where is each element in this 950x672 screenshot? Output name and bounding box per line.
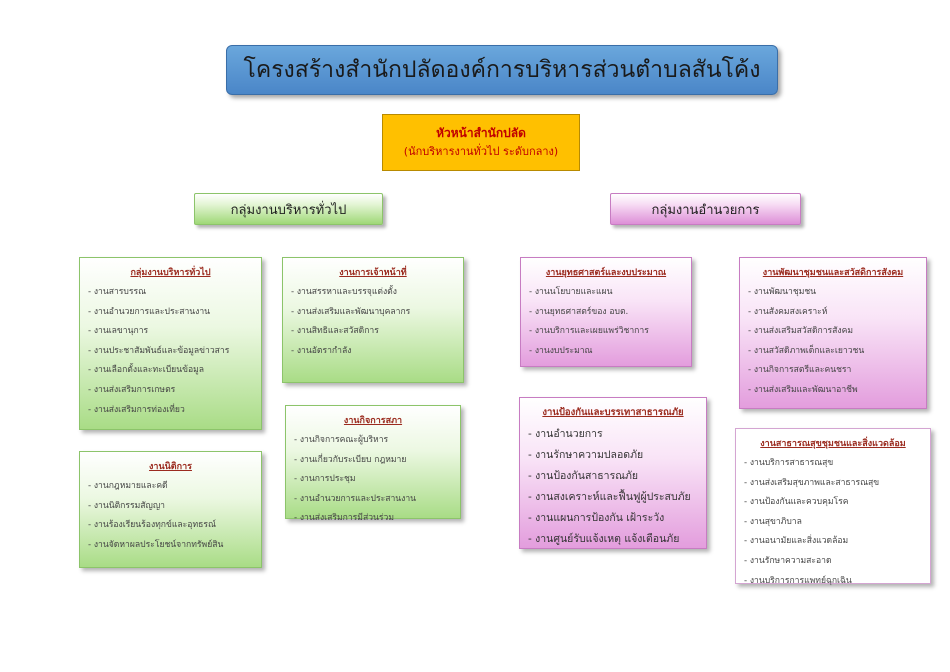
list-item: - งานสุขาภิบาล (744, 516, 802, 527)
list-item: - งานส่งเสริมการเกษตร (88, 384, 176, 395)
box-title: งานป้องกันและบรรเทาสาธารณภัย (542, 407, 684, 418)
head-title: หัวหน้าสำนักปลัด (436, 126, 526, 141)
list-item: - งานส่งเสริมสุขภาพและสาธารณสุข (744, 477, 880, 488)
list-item: - งานส่งเสริมสวัสดิการสังคม (748, 326, 854, 337)
item-list: - งานสรรหาและบรรจุแต่งตั้ง - งานส่งเสริมแ… (291, 283, 455, 361)
list-item: - งานรักษาความสะอาด (744, 555, 832, 566)
list-item: - งานสารบรรณ (88, 287, 147, 297)
list-item: - งานเลือกตั้งและทะเบียนข้อมูล (88, 365, 205, 376)
list-item: - งานเกี่ยวกับระเบียบ กฎหมาย (294, 454, 407, 465)
box-personnel: งานการเจ้าหน้าที่ - งานสรรหาและบรรจุแต่ง… (282, 257, 464, 383)
box-legal: งานนิติการ - งานกฎหมายและคดี - งานนิติกรร… (79, 451, 262, 568)
head-subtitle: (นักบริหารงานทั่วไป ระดับกลาง) (403, 145, 559, 159)
box-title: งานนิติการ (149, 462, 192, 472)
list-item: - งานอำนวยการและประสานงาน (88, 306, 211, 317)
list-item: - งานเลขานุการ (88, 326, 149, 337)
list-item: - งานการประชุม (294, 474, 356, 485)
list-item: - งานนิติกรรมสัญญา (88, 500, 165, 511)
item-list: - งานกฎหมายและคดี - งานนิติกรรมสัญญา - งาน… (88, 477, 253, 555)
list-item: - งานส่งเสริมการมีส่วนร่วม (294, 513, 394, 524)
box-council: งานกิจการสภา - งานกิจการคณะผู้บริหาร - งา… (285, 405, 461, 523)
group-directing-label: กลุ่มงานอำนวยการ (651, 202, 760, 218)
list-item: - งานแผนการป้องกัน เฝ้าระวัง (528, 512, 665, 524)
list-item: - งานกฎหมายและคดี (88, 481, 168, 491)
item-list: - งานอำนวยการ - งานรักษาความปลอดภัย - งานป… (528, 424, 698, 550)
list-item: - งานศูนย์รับแจ้งเหตุ แจ้งเตือนภัย (528, 533, 680, 545)
list-item: - งานบริการการแพทย์ฉุกเฉิน (744, 575, 852, 586)
box-public-health: งานสาธารณสุขชุมชนและสิ่งแวดล้อม - งานบริ… (735, 428, 931, 586)
list-item: - งานกิจการคณะผู้บริหาร (294, 435, 389, 445)
list-item: - งานบริการและเผยแพร่วิชาการ (529, 326, 649, 337)
list-item: - งานสงเคราะห์และฟื้นฟูผู้ประสบภัย (528, 491, 691, 503)
list-item: - งานบริการสาธารณสุข (744, 458, 834, 468)
item-list: - งานบริการสาธารณสุข - งานส่งเสริมสุขภาพแ… (744, 454, 922, 591)
list-item: - งานส่งเสริมการท่องเที่ยว (88, 404, 185, 415)
box-title: งานกิจการสภา (343, 416, 403, 426)
box-title: งานสาธารณสุขชุมชนและสิ่งแวดล้อม (760, 439, 906, 449)
list-item: - งานสังคมสงเคราะห์ (748, 306, 828, 317)
item-list: - งานกิจการคณะผู้บริหาร - งานเกี่ยวกับระเ… (294, 431, 452, 529)
list-item: - งานงบประมาณ (529, 345, 593, 356)
head-of-office-box: หัวหน้าสำนักปลัด (นักบริหารงานทั่วไป ระด… (382, 114, 580, 171)
list-item: - งานจัดหาผลประโยชน์จากทรัพย์สิน (88, 539, 224, 550)
list-item: - งานสวัสดิภาพเด็กและเยาวชน (748, 345, 865, 356)
list-item: - งานร้องเรียนร้องทุกข์และอุทธรณ์ (88, 520, 216, 531)
group-directing: กลุ่มงานอำนวยการ (610, 193, 801, 225)
item-list: - งานสารบรรณ - งานอำนวยการและประสานงาน - ง… (88, 283, 253, 420)
list-item: - งานพัฒนาชุมชน (748, 287, 817, 297)
box-title: งานยุทธศาสตร์และงบประมาณ (545, 268, 667, 278)
list-item: - งานอนามัยและสิ่งแวดล้อม (744, 536, 849, 547)
list-item: - งานสรรหาและบรรจุแต่งตั้ง (291, 287, 397, 297)
list-item: - งานส่งเสริมและพัฒนาอาชีพ (748, 384, 858, 395)
list-item: - งานป้องกันและควบคุมโรค (744, 497, 849, 508)
list-item: - งานนโยบายและแผน (529, 287, 613, 297)
box-title: กลุ่มงานบริหารทั่วไป (130, 268, 211, 278)
box-general-admin: กลุ่มงานบริหารทั่วไป - งานสารบรรณ - งานอำ… (79, 257, 262, 430)
item-list: - งานนโยบายและแผน - งานยุทธศาสตร์ของ อบต.… (529, 283, 683, 361)
list-item: - งานอำนวยการ (528, 428, 603, 440)
list-item: - งานรักษาความปลอดภัย (528, 449, 644, 461)
box-disaster-prevention: งานป้องกันและบรรเทาสาธารณภัย - งานอำนวยก… (519, 397, 707, 549)
list-item: - งานกิจการสตรีและคนชรา (748, 365, 852, 376)
chart-title: โครงสร้างสำนักปลัดองค์การบริหารส่วนตำบลส… (226, 45, 778, 95)
list-item: - งานอำนวยการและประสานงาน (294, 493, 417, 504)
list-item: - งานยุทธศาสตร์ของ อบต. (529, 306, 629, 317)
box-community-welfare: งานพัฒนาชุมชนและสวัสดิการสังคม - งานพัฒน… (739, 257, 927, 409)
list-item: - งานอัตรากำลัง (291, 345, 352, 356)
box-strategy-budget: งานยุทธศาสตร์และงบประมาณ - งานนโยบายและแ… (520, 257, 692, 367)
group-general-admin: กลุ่มงานบริหารทั่วไป (194, 193, 383, 225)
group-general-admin-label: กลุ่มงานบริหารทั่วไป (230, 202, 347, 218)
box-title: งานพัฒนาชุมชนและสวัสดิการสังคม (762, 268, 904, 278)
item-list: - งานพัฒนาชุมชน - งานสังคมสงเคราะห์ - งานส… (748, 283, 918, 401)
list-item: - งานป้องกันสาธารณภัย (528, 470, 639, 482)
box-title: งานการเจ้าหน้าที่ (339, 268, 407, 278)
list-item: - งานสิทธิและสวัสดิการ (291, 326, 379, 337)
list-item: - งานส่งเสริมและพัฒนาบุคลากร (291, 306, 411, 317)
list-item: - งานประชาสัมพันธ์และข้อมูลข่าวสาร (88, 345, 230, 356)
